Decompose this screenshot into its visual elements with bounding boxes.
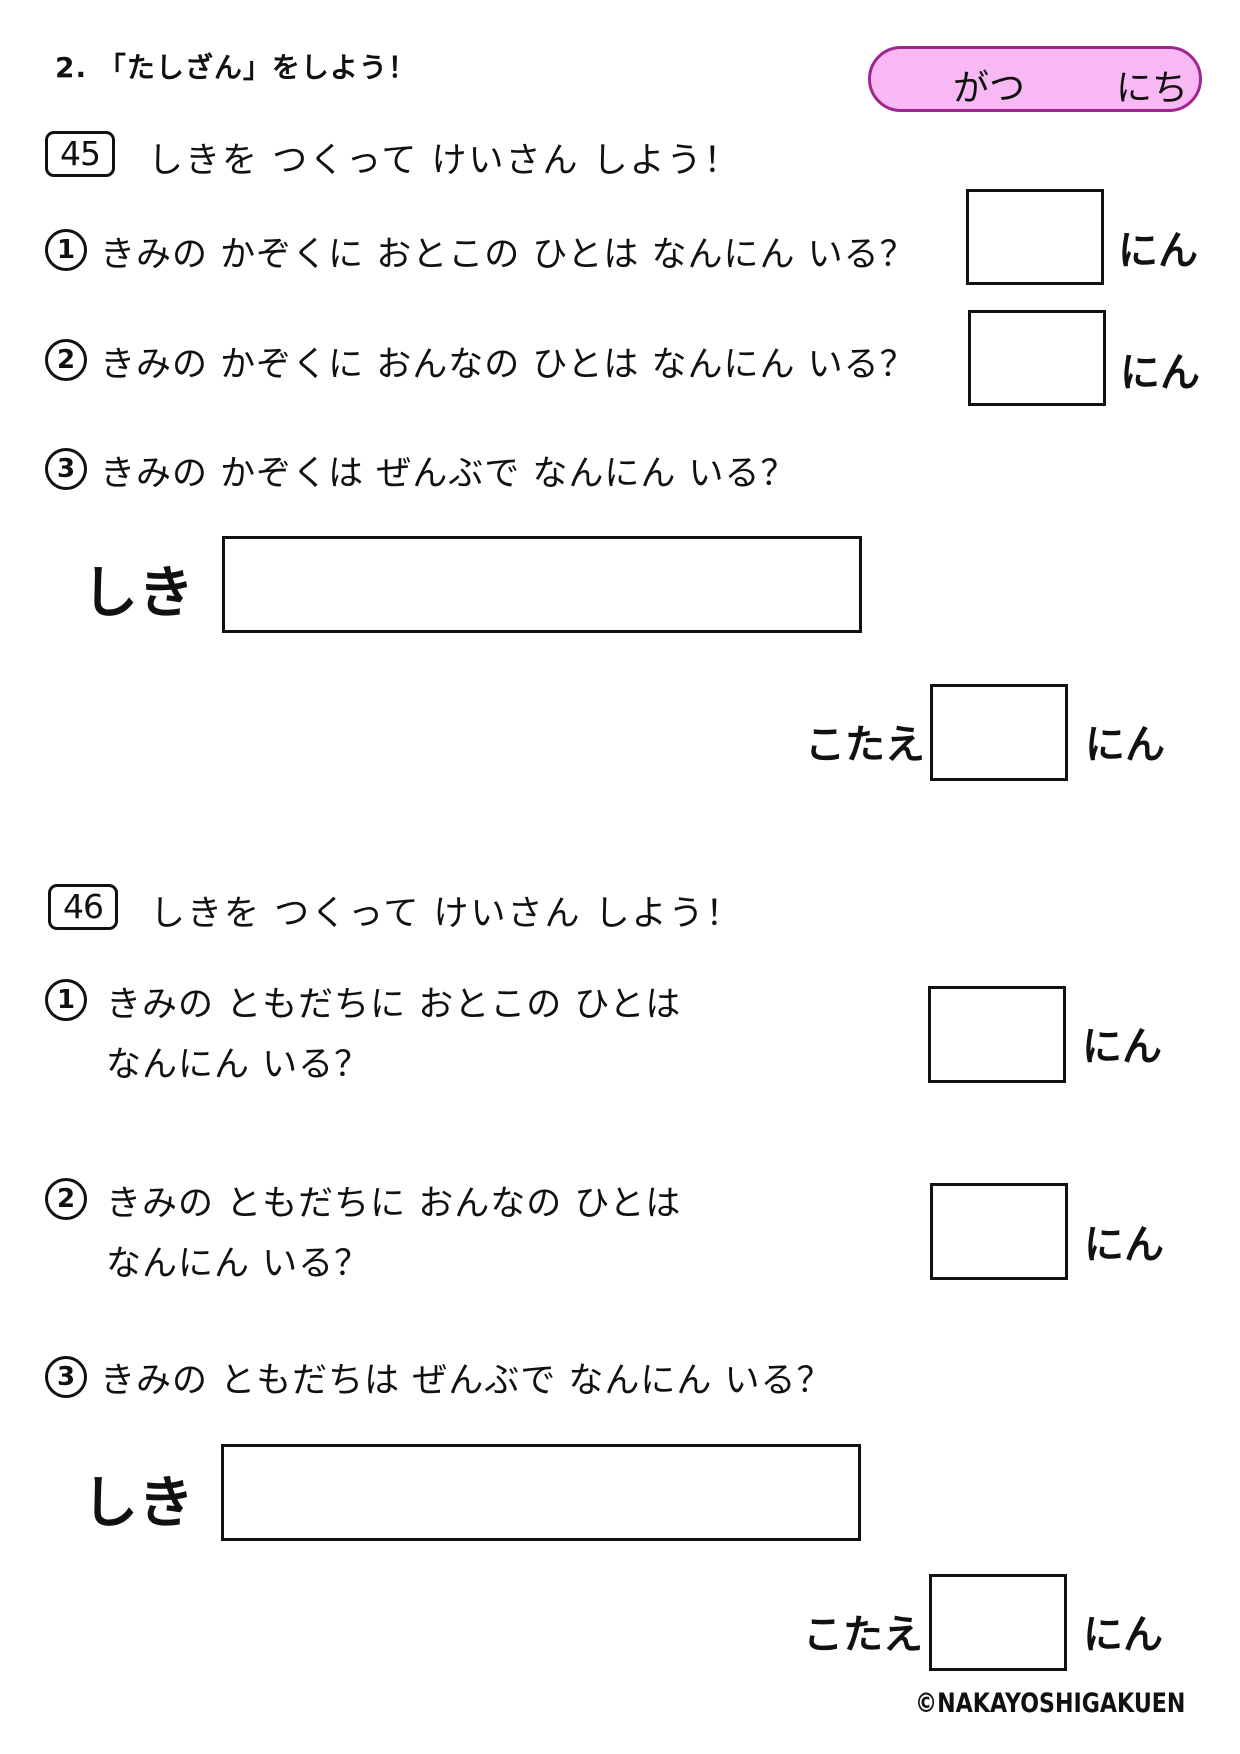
- question-text: きみの ともだちに おとこの ひとは: [106, 985, 682, 1025]
- question-text: きみの ともだちに おんなの ひとは: [106, 1184, 682, 1224]
- answer-box[interactable]: [928, 986, 1066, 1083]
- copyright-text: ©NAKAYOSHIGAKUEN: [915, 1688, 1186, 1719]
- question-marker: 1: [45, 229, 87, 271]
- formula-label: しき: [82, 561, 194, 626]
- answer-box[interactable]: [930, 1183, 1068, 1280]
- unit-label: にん: [1118, 228, 1198, 274]
- answer-box[interactable]: [968, 310, 1106, 406]
- question-marker: 3: [45, 1356, 87, 1398]
- question-marker: 3: [45, 448, 87, 490]
- question-text: きみの ともだちは ぜんぶで なんにん いる？: [100, 1361, 833, 1401]
- formula-box[interactable]: [221, 1444, 861, 1541]
- question-marker: 1: [45, 979, 87, 1021]
- final-answer-box[interactable]: [930, 684, 1068, 781]
- question-text: きみの かぞくに おんなの ひとは なんにん いる？: [100, 345, 916, 385]
- unit-label: にん: [1082, 1024, 1162, 1070]
- section-title: 2. 「たしざん」をしよう！: [55, 51, 417, 84]
- question-marker: 2: [45, 339, 87, 381]
- problem-instruction: しきを つくって けいさん しよう！: [150, 894, 743, 934]
- problem-number-badge: 46: [48, 884, 118, 930]
- unit-label: にん: [1083, 1612, 1163, 1658]
- question-text: きみの かぞくに おとこの ひとは なんにん いる？: [100, 235, 916, 275]
- final-answer-box[interactable]: [929, 1574, 1067, 1671]
- date-month-label: がつ: [953, 68, 1026, 109]
- problem-number-badge: 45: [45, 131, 115, 177]
- date-field[interactable]: がつ にち: [868, 46, 1202, 112]
- formula-label: しき: [82, 1471, 194, 1536]
- answer-box[interactable]: [966, 189, 1104, 285]
- formula-box[interactable]: [222, 536, 862, 633]
- unit-label: にん: [1085, 722, 1165, 768]
- date-day-label: にち: [1116, 68, 1189, 109]
- question-text-line2: なんにん いる？: [106, 1045, 371, 1085]
- question-text-line2: なんにん いる？: [106, 1244, 371, 1284]
- problem-instruction: しきを つくって けいさん しよう！: [148, 141, 741, 181]
- question-text: きみの かぞくは ぜんぶで なんにん いる？: [100, 454, 797, 494]
- answer-label: こたえ: [805, 722, 925, 768]
- question-marker: 2: [45, 1178, 87, 1220]
- unit-label: にん: [1084, 1222, 1164, 1268]
- answer-label: こたえ: [803, 1612, 923, 1658]
- unit-label: にん: [1120, 350, 1200, 396]
